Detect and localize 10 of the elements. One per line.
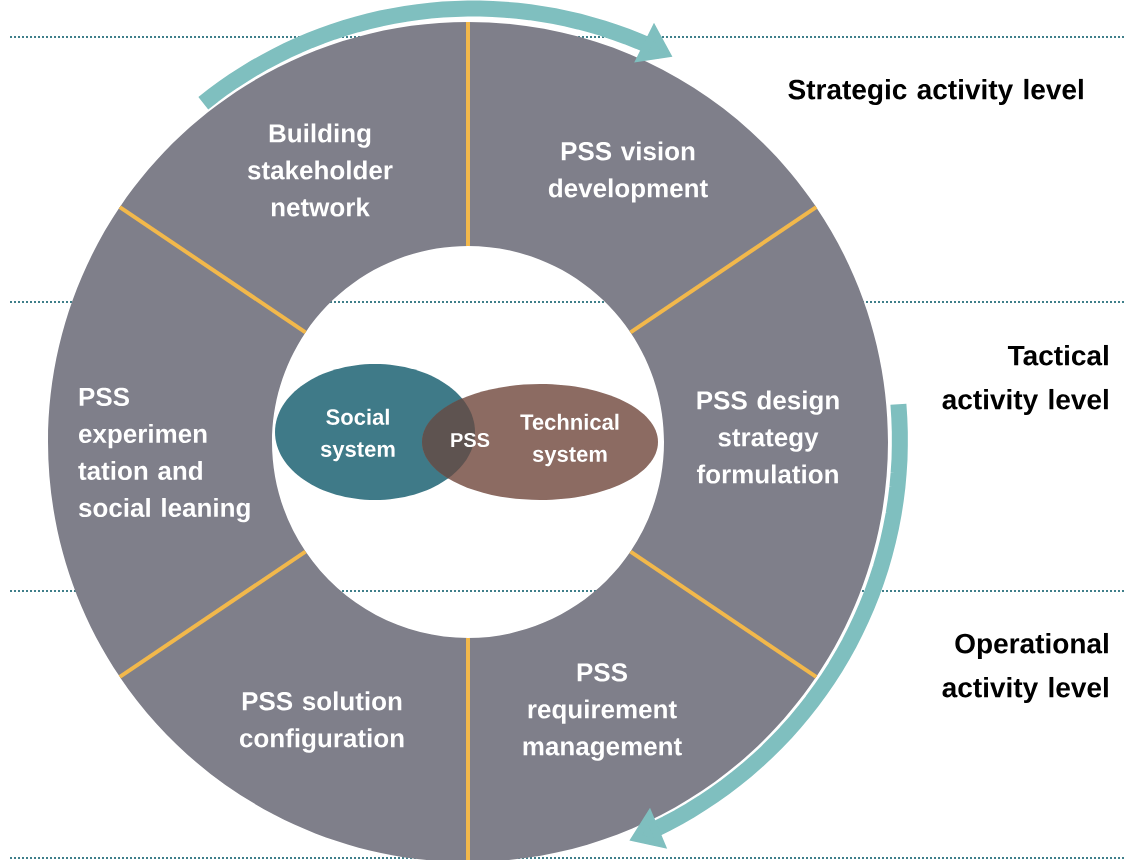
node-label: PSS vision development (548, 141, 708, 203)
ring-segment: PSS design strategy formulation (630, 207, 888, 677)
level-label: Operational activity level (942, 632, 1108, 704)
node-label: PSS solution configuration (239, 691, 404, 753)
ring-segment: Building stakeholder network (119, 22, 468, 333)
level-label: Tactical activity level (942, 344, 1108, 416)
ring-segment: PSS solution configuration (119, 551, 468, 860)
ring-segment: PSS requirement management (468, 551, 817, 860)
node-label: PSS experimen tation and social leaning (78, 387, 250, 523)
node-label: PSS design strategy formulation (696, 390, 839, 484)
